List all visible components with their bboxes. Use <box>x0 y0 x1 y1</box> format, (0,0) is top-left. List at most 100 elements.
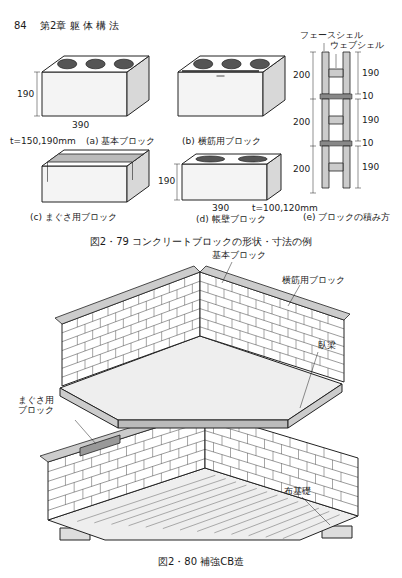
head-joint <box>213 443 214 452</box>
label: (d) 帳壁ブロック <box>196 214 266 224</box>
head-joint <box>264 293 265 302</box>
head-joint <box>91 496 92 506</box>
stroke <box>355 141 361 142</box>
head-joint <box>296 358 297 367</box>
head-joint <box>341 453 342 463</box>
face-shell <box>343 52 350 94</box>
head-joint <box>91 458 92 468</box>
mortar-joint <box>320 94 352 99</box>
head-joint <box>143 460 144 469</box>
concrete-block <box>178 56 285 116</box>
block-hollow <box>238 156 267 162</box>
head-joint <box>307 443 308 453</box>
label: 200 <box>293 117 310 127</box>
head-joint <box>332 498 333 508</box>
head-joint <box>177 290 178 299</box>
block-front <box>42 72 127 116</box>
head-joint <box>108 307 109 316</box>
head-joint <box>126 466 127 476</box>
head-joint <box>77 372 78 381</box>
bed-joint <box>62 327 200 377</box>
head-joint <box>280 299 281 308</box>
head-joint <box>256 446 257 455</box>
block-top <box>42 56 149 72</box>
block-wall <box>62 272 200 386</box>
head-joint <box>100 354 101 363</box>
head-joint <box>115 313 116 322</box>
head-joint <box>290 476 291 486</box>
head-joint <box>100 318 101 327</box>
head-joint <box>256 300 257 309</box>
stroke <box>174 200 180 201</box>
label: 図2・79 コンクリートブロックの形状・寸法の例 <box>90 236 312 248</box>
head-joint <box>74 502 75 512</box>
head-joint <box>213 461 214 470</box>
head-joint <box>143 441 144 450</box>
label: 84 <box>14 20 27 32</box>
face-shell <box>322 146 329 188</box>
head-joint <box>341 472 342 482</box>
head-joint <box>65 495 66 505</box>
concrete-block <box>182 154 281 200</box>
head-joint <box>77 318 78 327</box>
head-joint <box>108 360 109 369</box>
leader-line <box>302 497 330 525</box>
head-joint <box>65 476 66 486</box>
head-joint <box>247 453 248 462</box>
floor-hatch <box>180 495 278 530</box>
head-joint <box>315 493 316 503</box>
head-joint <box>77 354 78 363</box>
head-joint <box>312 327 313 336</box>
block-hollow <box>196 156 225 162</box>
head-joint <box>146 301 147 310</box>
label: 第2章 躯 体 構 法 <box>40 20 119 32</box>
head-joint <box>135 472 136 481</box>
head-joint <box>281 445 282 455</box>
label: 190 <box>158 176 175 186</box>
head-joint <box>273 451 274 460</box>
bed-joint <box>200 309 344 356</box>
head-joint <box>85 360 86 369</box>
head-joint <box>146 319 147 328</box>
head-joint <box>328 350 329 359</box>
head-joint <box>290 438 291 448</box>
leader-line <box>336 54 337 68</box>
head-joint <box>324 486 325 496</box>
head-joint <box>123 355 124 364</box>
head-joint <box>100 464 101 474</box>
head-joint <box>161 435 162 444</box>
label: 200 <box>293 164 310 174</box>
head-joint <box>272 323 273 332</box>
head-joint <box>154 344 155 353</box>
head-joint <box>239 460 240 469</box>
head-joint <box>264 439 265 448</box>
head-joint <box>109 490 110 500</box>
head-joint <box>74 483 75 493</box>
head-joint <box>178 430 179 439</box>
head-joint <box>272 305 273 314</box>
floor-hatch <box>146 488 257 527</box>
head-joint <box>296 304 297 313</box>
head-joint <box>74 463 75 473</box>
label: 10 <box>362 138 373 148</box>
concrete-block <box>42 56 149 116</box>
label: (a) 基本ブロック <box>86 136 155 146</box>
floor-hatch <box>283 515 340 539</box>
head-joint <box>288 328 289 337</box>
head-joint <box>143 479 144 488</box>
head-joint <box>281 464 282 474</box>
head-joint <box>264 347 265 356</box>
head-joint <box>100 336 101 345</box>
bed-joint <box>200 327 344 373</box>
stroke <box>310 99 316 100</box>
head-joint <box>264 329 265 338</box>
head-joint <box>230 467 231 476</box>
label: 190 <box>362 68 379 78</box>
head-joint <box>196 443 197 452</box>
head-joint <box>152 448 153 457</box>
face-shell <box>322 99 329 141</box>
floor-hatch <box>163 492 267 529</box>
head-joint <box>187 455 188 464</box>
block-hollow <box>250 59 269 69</box>
